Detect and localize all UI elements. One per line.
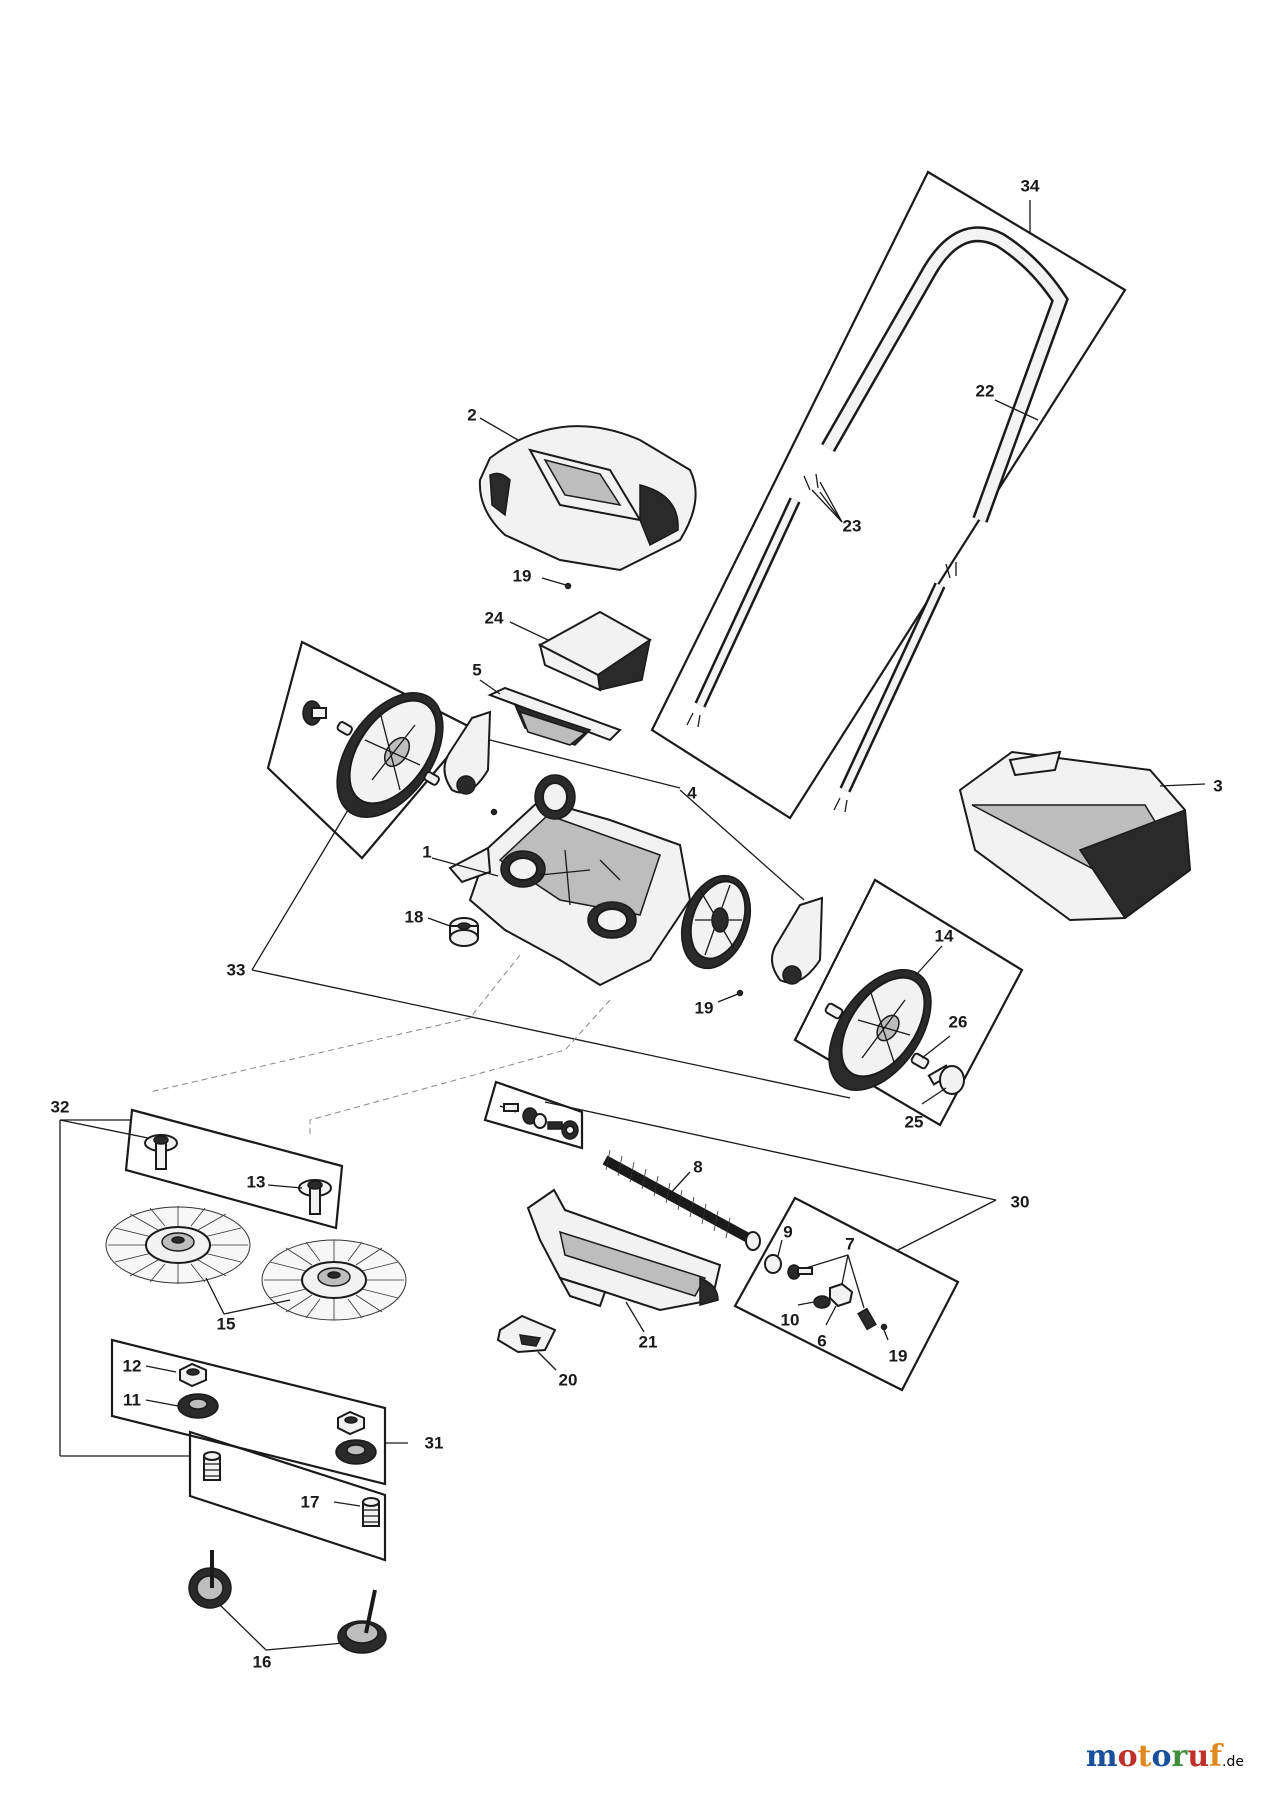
callout-5: 5	[472, 660, 482, 680]
callout-2: 2	[467, 405, 477, 425]
callout-3: 3	[1213, 776, 1223, 796]
callout-10: 10	[780, 1310, 800, 1330]
chassis-part	[448, 774, 692, 987]
callout-12: 12	[122, 1356, 142, 1376]
drive-hardware-parts	[764, 1254, 888, 1331]
stud-left	[203, 1451, 221, 1481]
callout-6: 6	[817, 1331, 827, 1351]
brush-holder-left	[144, 1134, 178, 1170]
top-cover-part	[478, 425, 697, 572]
callout-22: 22	[975, 381, 995, 401]
callout-19-mid: 19	[694, 998, 714, 1018]
callout-31: 31	[424, 1433, 444, 1453]
callout-20: 20	[558, 1370, 578, 1390]
callout-16: 16	[252, 1652, 272, 1672]
right-axle-cap	[927, 1064, 965, 1095]
right-wheel-box	[793, 878, 1024, 1127]
roller-bearing-parts	[499, 1103, 579, 1140]
callout-23: 23	[842, 516, 862, 536]
left-wheel-part	[336, 692, 444, 818]
stud-set-box	[188, 1430, 387, 1562]
washer-left	[177, 1393, 219, 1419]
brush-drive-left	[188, 1550, 232, 1609]
brush-holder-right	[298, 1179, 332, 1215]
side-brush-left	[105, 1206, 251, 1284]
callout-4: 4	[687, 783, 697, 803]
callout-24: 24	[484, 608, 504, 628]
drive-hardware-box	[733, 1196, 960, 1392]
right-inner-hub	[680, 874, 752, 970]
callout-34: 34	[1020, 176, 1040, 196]
handle-assembly-box	[650, 170, 1127, 820]
collection-bin-part	[958, 750, 1192, 922]
main-roller-brush	[602, 1149, 761, 1251]
brush-drive-right	[337, 1589, 387, 1654]
nut-set-box	[110, 1338, 387, 1486]
height-lever-left	[443, 710, 492, 795]
stud-right	[362, 1497, 380, 1527]
callout-19-top: 19	[512, 566, 532, 586]
callout-26: 26	[948, 1012, 968, 1032]
callout-13: 13	[246, 1172, 266, 1192]
height-lever-right	[771, 896, 824, 985]
nut-left	[179, 1362, 207, 1388]
washer-right	[335, 1439, 377, 1465]
callout-21: 21	[638, 1332, 658, 1352]
callout-15: 15	[216, 1314, 236, 1334]
callout-7: 7	[845, 1234, 855, 1254]
callout-19-right: 19	[888, 1346, 908, 1366]
callout-25: 25	[904, 1112, 924, 1132]
callout-8: 8	[693, 1157, 703, 1177]
right-wheel-part	[828, 969, 932, 1091]
brush-housing-part	[526, 1188, 722, 1312]
watermark-logo: motoruf.de	[1086, 1739, 1244, 1774]
small-roller-part	[449, 917, 479, 947]
callout-33: 33	[226, 960, 246, 980]
callout-1: 1	[422, 842, 432, 862]
bearing-set-box	[483, 1080, 584, 1150]
small-bracket-part	[496, 1314, 557, 1354]
callout-17: 17	[300, 1492, 320, 1512]
cover-plate-part	[537, 610, 652, 692]
brush-holder-box	[124, 1108, 344, 1230]
callout-14: 14	[934, 926, 954, 946]
watermark-domain: .de	[1222, 1754, 1244, 1770]
callout-11: 11	[123, 1390, 141, 1410]
callout-32: 32	[50, 1097, 70, 1117]
callout-9: 9	[783, 1222, 793, 1242]
nut-right	[337, 1410, 365, 1436]
watermark-brand: motoruf	[1085, 1739, 1223, 1774]
side-brush-right	[261, 1239, 407, 1321]
callout-30: 30	[1010, 1192, 1030, 1212]
callout-18: 18	[404, 907, 424, 927]
left-axle-cap	[302, 700, 327, 726]
switch-plate-part	[487, 686, 622, 746]
